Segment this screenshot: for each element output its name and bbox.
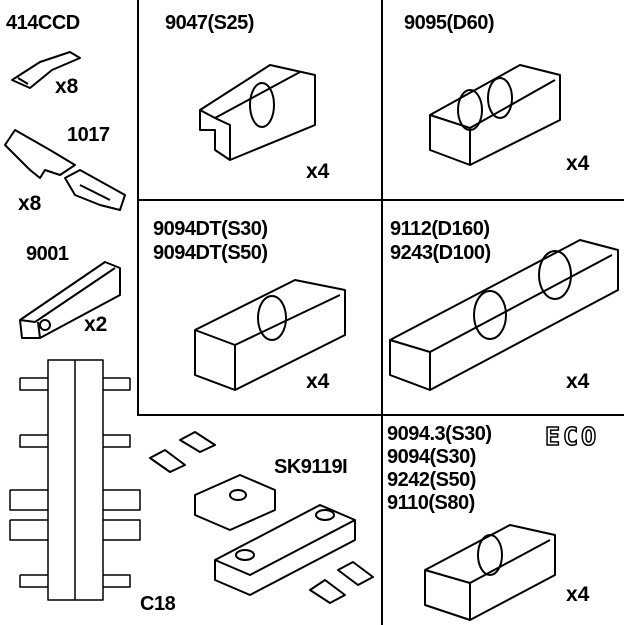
part-c18-drawing	[9, 359, 141, 601]
part-sk9119i-drawing	[149, 431, 374, 604]
part-code: 9047(S25)	[165, 12, 254, 34]
part-quantity: x4	[566, 370, 590, 393]
part-quantity: x2	[84, 313, 108, 336]
divider	[381, 0, 383, 625]
part-code: 9094(S30)	[387, 446, 476, 468]
part-quantity: x4	[306, 160, 330, 183]
eco-badge: ECO	[544, 421, 600, 452]
part-code: 9112(D160)	[390, 218, 490, 240]
part-quantity: x4	[566, 152, 590, 175]
part-code: 9094.3(S30)	[387, 423, 492, 445]
part-code: SK9119I	[274, 456, 348, 478]
part-code: 9110(S80)	[387, 492, 475, 514]
part-quantity: x4	[306, 370, 330, 393]
part-code: 414CCD	[6, 12, 80, 34]
part-code: 9094DT(S50)	[153, 242, 268, 264]
part-code: 1017	[67, 124, 110, 146]
part-quantity: x8	[18, 192, 42, 215]
part-code: 9242(S50)	[387, 469, 476, 491]
part-9094-3-drawing	[424, 524, 556, 621]
part-1017-drawing	[4, 129, 126, 211]
divider	[137, 199, 624, 201]
part-code: C18	[140, 593, 176, 615]
part-code: 9243(D100)	[390, 242, 491, 264]
part-code: 9001	[26, 243, 69, 265]
divider	[137, 0, 139, 416]
part-9094dt-drawing	[194, 279, 346, 391]
part-414ccd-drawing	[11, 51, 81, 89]
part-code: 9094DT(S30)	[153, 218, 268, 240]
divider	[137, 414, 624, 416]
part-9001-drawing	[19, 261, 121, 339]
part-9047-drawing	[199, 64, 316, 161]
part-quantity: x8	[55, 75, 79, 98]
part-9095-drawing	[429, 64, 561, 166]
part-9112-drawing	[389, 239, 619, 391]
part-quantity: x4	[566, 583, 590, 606]
part-code: 9095(D60)	[404, 12, 495, 34]
